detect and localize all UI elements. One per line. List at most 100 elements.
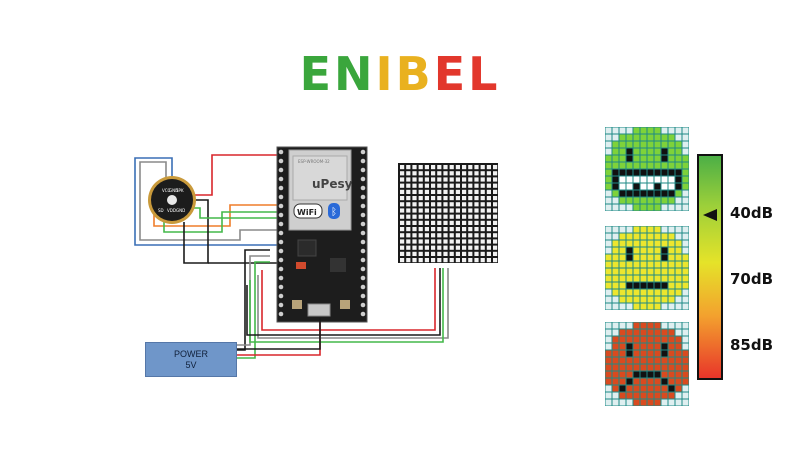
matrix-led [412,220,417,225]
smiley-pixel [640,254,647,261]
smiley-pixel [654,399,661,406]
smiley-pixel [647,289,654,296]
matrix-led [431,165,436,170]
smiley-pixel [661,240,668,247]
sensor-pin-sd: SD [158,208,164,213]
smiley-pixel [675,233,682,240]
matrix-led [412,251,417,256]
matrix-led [412,258,417,263]
matrix-led [474,202,479,207]
smiley-pixel [661,226,668,233]
smiley-pixel [654,127,661,134]
smiley-pixel [647,385,654,392]
smiley-pixel [682,162,689,169]
matrix-led [455,227,460,232]
smiley-pixel [640,343,647,350]
matrix-led [424,196,429,201]
matrix-led [400,220,405,225]
matrix-led [486,227,491,232]
matrix-led [418,239,423,244]
smiley-pixel [654,343,661,350]
smiley-pixel [647,240,654,247]
matrix-led [424,258,429,263]
smiley-pixel [612,169,619,176]
board-pins-left [278,149,284,317]
matrix-led [418,171,423,176]
matrix-led [424,202,429,207]
smiley-pixel [668,183,675,190]
matrix-led [406,239,411,244]
matrix-led [480,227,485,232]
matrix-led [406,233,411,238]
smiley-pixel [626,141,633,148]
smiley-pixel [668,190,675,197]
smiley-pixel [626,148,633,155]
matrix-led [437,165,442,170]
board-pin [278,212,284,218]
matrix-led [480,202,485,207]
smiley-pixel [654,357,661,364]
matrix-led [468,189,473,194]
matrix-led [474,220,479,225]
smiley-pixel [640,162,647,169]
board-pin [278,275,284,281]
matrix-led [437,183,442,188]
matrix-led [455,183,460,188]
board-pin [360,275,366,281]
smiley-pixel [633,155,640,162]
smiley-pixel [605,392,612,399]
smiley-pixel [633,357,640,364]
smiley-pixel [668,247,675,254]
smiley-pixel [647,254,654,261]
smiley-pixel [661,378,668,385]
smiley-pixel [605,240,612,247]
matrix-led [462,208,467,213]
smiley-pixel [675,240,682,247]
matrix-led [462,239,467,244]
smiley-pixel [675,190,682,197]
smiley-pixel [682,392,689,399]
board-pin [278,203,284,209]
smiley-pixel [654,240,661,247]
matrix-led [437,171,442,176]
smiley-pixel [654,261,661,268]
matrix-led [418,233,423,238]
smiley-pixel [668,296,675,303]
board-pin [278,194,284,200]
smiley-pixel [626,296,633,303]
wire-red-matrix [261,268,436,331]
matrix-led [455,245,460,250]
matrix-led [493,208,498,213]
board-pin [360,185,366,191]
smiley-pixel [661,364,668,371]
matrix-led [486,202,491,207]
title-letter: I [375,47,396,101]
smiley-pixel [682,261,689,268]
matrix-led [418,202,423,207]
matrix-led [449,189,454,194]
smiley-pixel [654,233,661,240]
smiley-pixel [675,392,682,399]
smiley-pixel [654,254,661,261]
matrix-led [449,183,454,188]
board-pin [360,248,366,254]
matrix-led [462,220,467,225]
board-pins-right [360,149,366,317]
matrix-led [406,208,411,213]
matrix-led [431,233,436,238]
smiley-pixel [682,169,689,176]
smiley-pixel [647,378,654,385]
smiley-pixel [647,162,654,169]
smiley-pixel [654,268,661,275]
smiley-pixel [675,169,682,176]
smiley-pixel [682,190,689,197]
smiley-pixel [675,197,682,204]
smiley-pixel [633,183,640,190]
smiley-pixel [647,247,654,254]
smiley-pixel [668,385,675,392]
matrix-led [474,258,479,263]
smiley-pixel [675,329,682,336]
matrix-led [406,196,411,201]
bluetooth-icon [328,203,340,219]
matrix-led [493,177,498,182]
